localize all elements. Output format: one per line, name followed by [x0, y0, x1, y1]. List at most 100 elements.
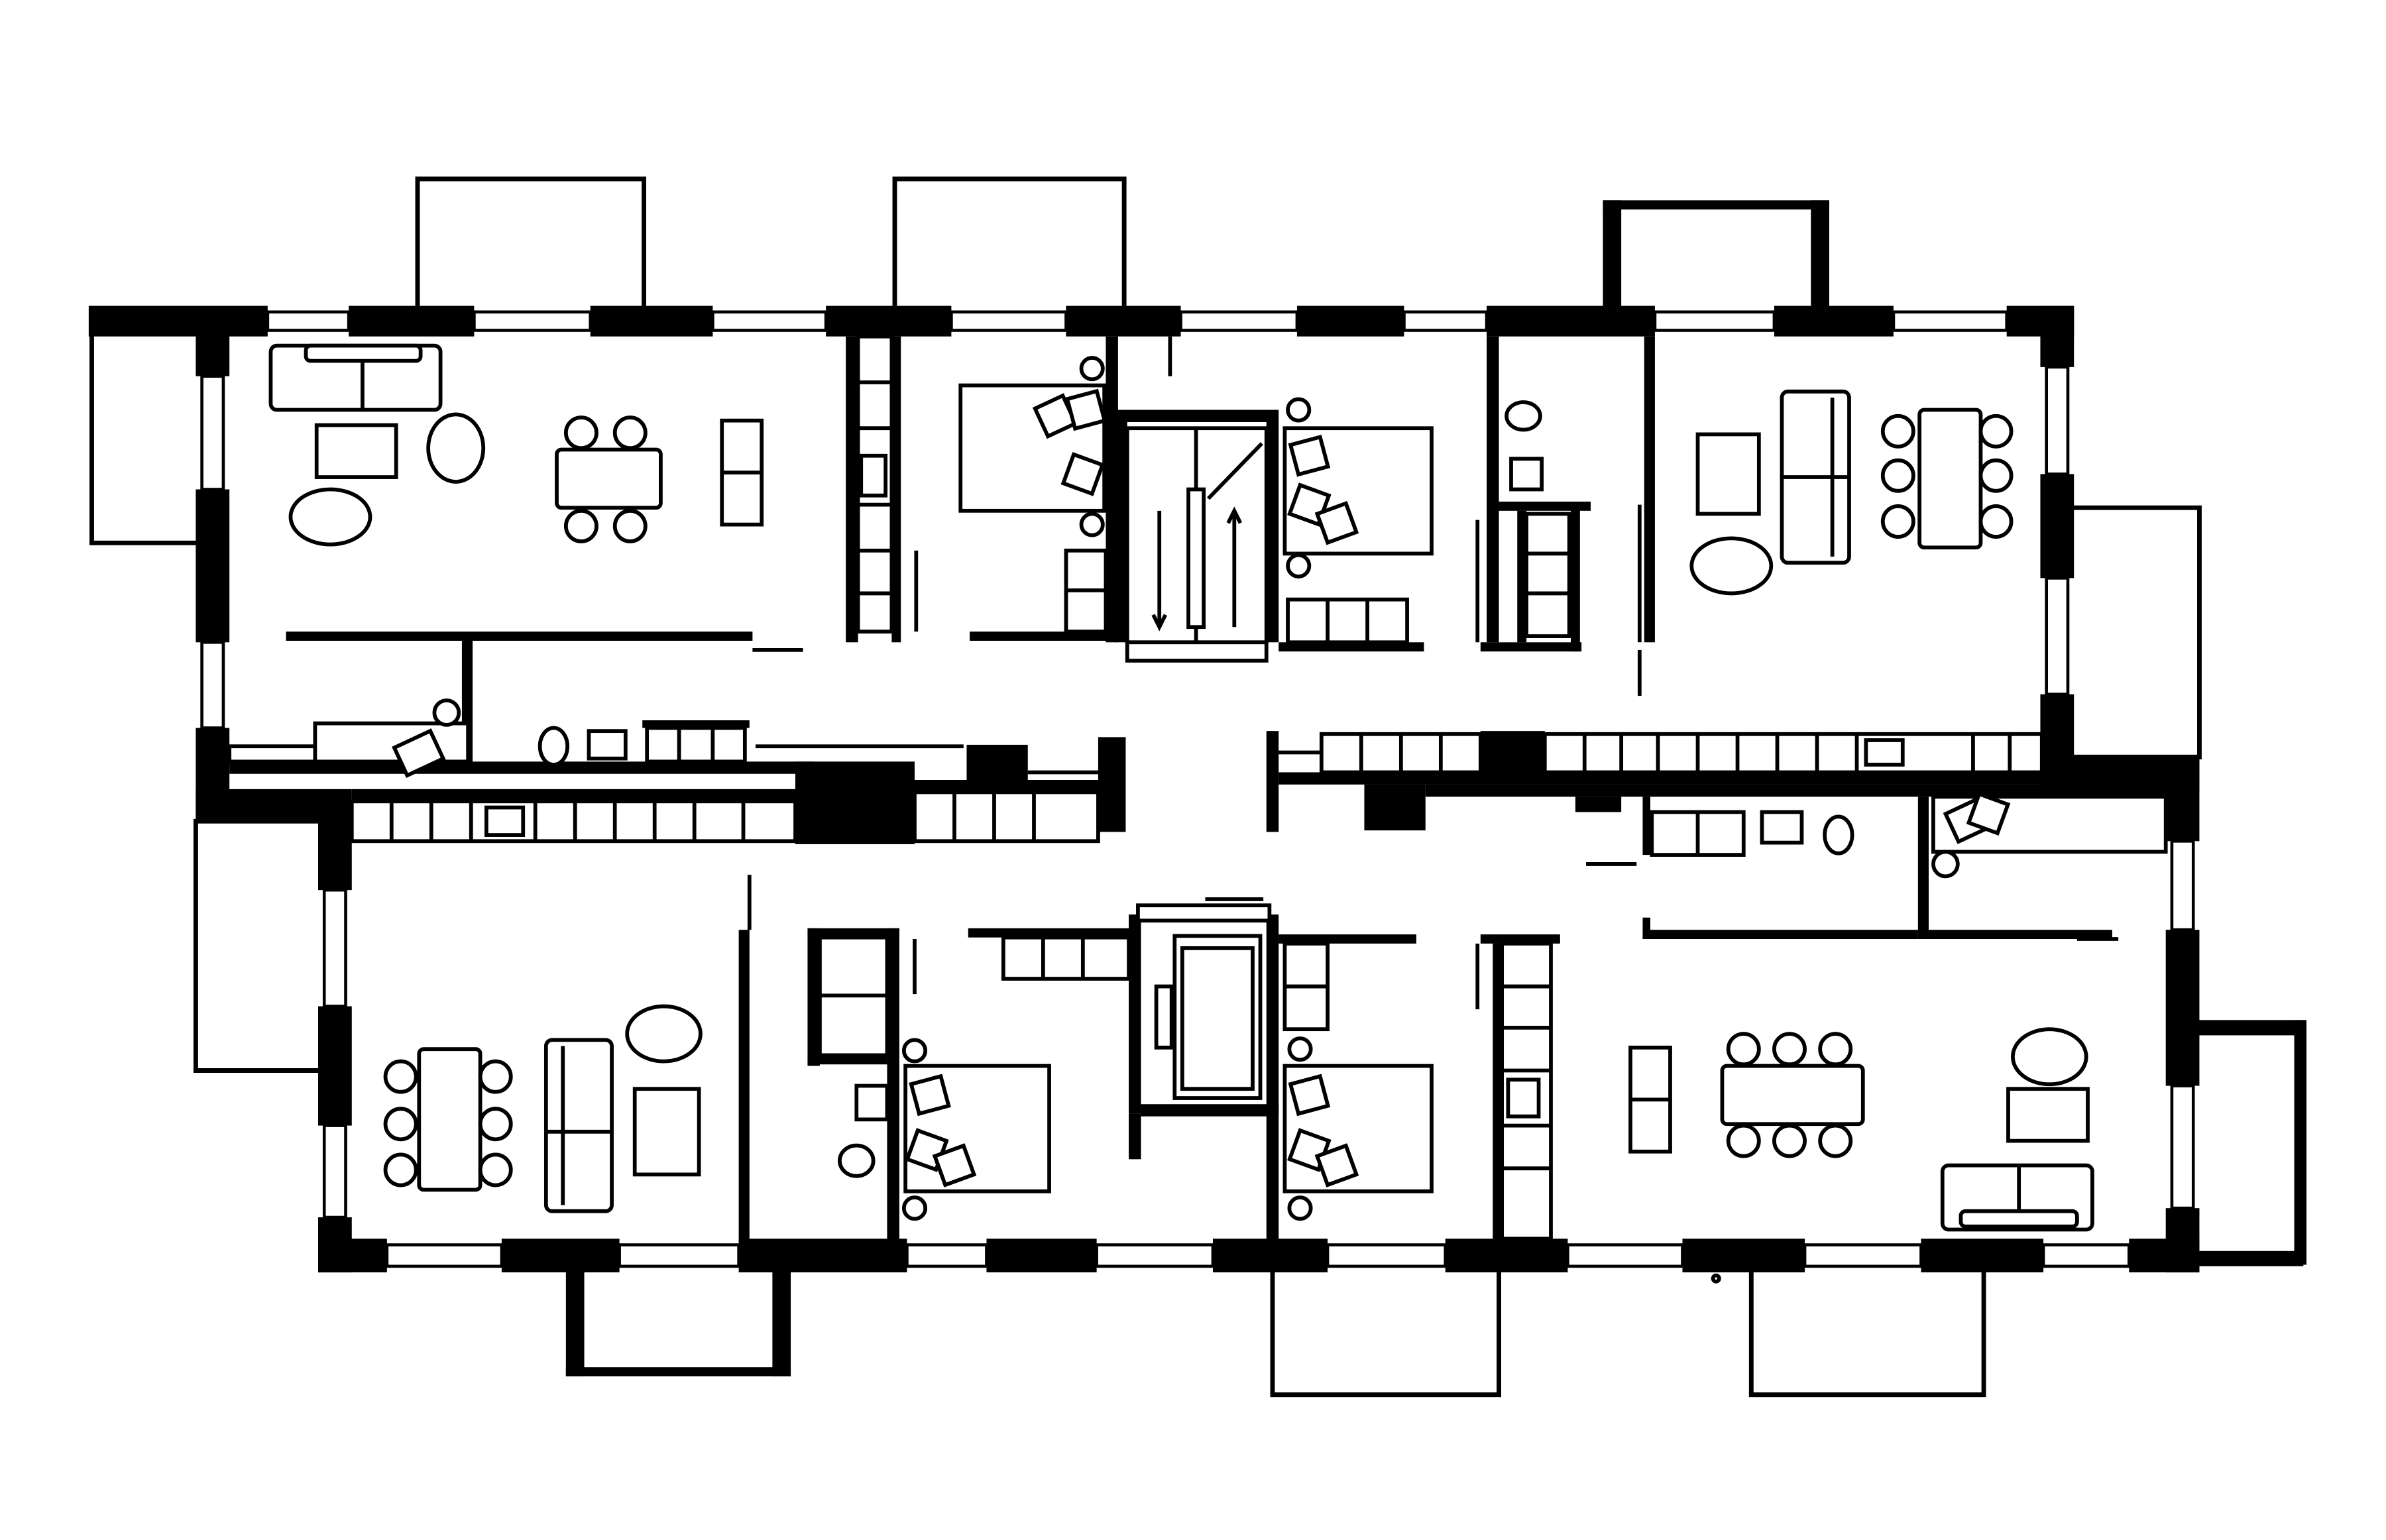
- east-wall-lower-c: [2165, 1208, 2200, 1273]
- east-wall-upper-a: [2040, 305, 2074, 367]
- wall-stair-right: [1266, 410, 1279, 643]
- wall-bed-lm-top: [1278, 934, 1416, 944]
- window-n7: [1653, 310, 1776, 332]
- balcony-north-3-wall-left: [1603, 200, 1622, 307]
- wall-bed-ll-top: [968, 928, 1131, 938]
- wall-bath-lr-bottom: [1642, 930, 1918, 940]
- east-wall-lower-b: [2165, 930, 2200, 1086]
- balcony-south-4: [1748, 1269, 1986, 1398]
- coffee-table-ll: [632, 1087, 701, 1177]
- armchair-lr: [2011, 1027, 2088, 1087]
- wall-bed-lr-bottom: [1929, 930, 2112, 940]
- wall-bath-lr-right: [1917, 797, 1929, 940]
- wall-bed-um-bottom: [1278, 642, 1424, 652]
- wall-bath-ur-bottom: [1480, 642, 1582, 652]
- balcony-north-2: [892, 176, 1127, 306]
- coffee-table-ur: [1695, 432, 1761, 516]
- wall-kitchen-lr-left: [1480, 934, 1560, 944]
- wall-corridor-mid-right: [1278, 772, 2044, 785]
- south-wall-d: [986, 1238, 1097, 1273]
- wall-bath-ur-left: [1487, 336, 1499, 643]
- north-wall-e: [1066, 305, 1181, 337]
- wall-core-block-right-2: [1480, 731, 1545, 777]
- window-e2: [2045, 577, 2070, 696]
- window-s6: [1566, 1243, 1684, 1268]
- wall-living-corridor-ul: [286, 632, 753, 641]
- window-s4: [1095, 1243, 1215, 1268]
- window-e4: [2170, 1084, 2195, 1210]
- window-e1: [2045, 365, 2070, 476]
- south-wall-f: [1445, 1238, 1568, 1273]
- wall-core-block-left: [795, 761, 915, 844]
- wall-stair-left: [1115, 410, 1127, 643]
- balcony-north-3-wall-top: [1603, 200, 1829, 210]
- wall-bath-ll-bottom: [807, 1055, 887, 1065]
- balcony-east-bottom-wall-bottom: [2187, 1250, 2304, 1266]
- window-n4: [950, 310, 1068, 332]
- south-wall-b: [501, 1238, 620, 1273]
- counter-corridor-ul: [227, 744, 320, 764]
- wall-corridor-mid-left-2: [915, 780, 1113, 793]
- armchair-ul-1: [426, 412, 486, 484]
- balcony-west-top: [89, 323, 199, 545]
- sofa-ul: [268, 343, 443, 412]
- window-s3: [905, 1243, 988, 1268]
- north-wall-f: [1296, 305, 1404, 337]
- wall-corridor-top-left: [229, 761, 814, 774]
- toilet-ul: [538, 726, 570, 767]
- north-wall-b: [349, 305, 475, 337]
- wall-bath-ll-left: [807, 928, 820, 1066]
- coffee-table-lr: [2006, 1087, 2090, 1143]
- wall-bed-ul-left: [891, 336, 901, 643]
- window-s7: [1803, 1243, 1923, 1268]
- window-n5: [1179, 310, 1299, 332]
- window-w2: [200, 640, 225, 730]
- balconies: [89, 176, 2306, 1398]
- east-wall-lower-a: [2165, 755, 2200, 842]
- balcony-north-3-wall-right: [1811, 200, 1829, 307]
- coffee-table-ul: [314, 423, 398, 479]
- north-wall-g: [1487, 305, 1655, 337]
- window-n1: [266, 310, 351, 332]
- armchair-ul-2: [288, 487, 372, 547]
- window-w3: [322, 888, 347, 1008]
- balcony-south-1-wall-bottom: [565, 1367, 791, 1377]
- wall-bed-ll-left: [738, 930, 750, 1244]
- wall-bath-ur-mid: [1499, 501, 1591, 511]
- west-wall-lower-a: [318, 810, 352, 891]
- wall-bath-ul-top: [642, 720, 750, 728]
- wall-elevator-right: [1266, 914, 1279, 1244]
- wall-bath-ll-top: [807, 928, 899, 938]
- wall-entry-right: [1266, 731, 1279, 832]
- wall-bath-ur-inner: [1517, 510, 1527, 643]
- window-s1: [385, 1243, 504, 1268]
- wall-corridor-bottom-right: [1575, 797, 1622, 812]
- south-wall-g: [1682, 1238, 1805, 1273]
- wall-bath-lr-left: [1642, 797, 1650, 855]
- balcony-north-1: [415, 176, 646, 306]
- north-wall-c: [590, 305, 713, 337]
- dining-table-ul: [555, 447, 663, 510]
- exterior-walls: [88, 305, 2200, 1273]
- window-e3: [2170, 840, 2195, 932]
- stair-core: [1125, 426, 1272, 1100]
- interior-walls: [229, 336, 2169, 1244]
- window-s2: [618, 1243, 740, 1268]
- south-wall-h: [1921, 1238, 2044, 1273]
- dining-table-ll: [417, 1047, 483, 1192]
- sofa-ur: [1780, 389, 1851, 565]
- window-s8: [2041, 1243, 2131, 1268]
- stair-arrow-up-icon: [1226, 506, 1243, 628]
- dining-table-lr: [1720, 1064, 1865, 1127]
- south-wall-c: [738, 1238, 907, 1273]
- wall-bath-lr-stub: [1642, 917, 1650, 940]
- west-wall-upper-b: [196, 489, 230, 643]
- south-wall-a: [318, 1238, 387, 1273]
- window-n2: [473, 310, 593, 332]
- wall-bath-ur-right-2: [1571, 504, 1580, 652]
- north-wall-d: [826, 305, 952, 337]
- window-s5: [1326, 1243, 1448, 1268]
- wall-elevator-bottom: [1141, 1104, 1279, 1117]
- west-wall-lower-b: [318, 1006, 352, 1126]
